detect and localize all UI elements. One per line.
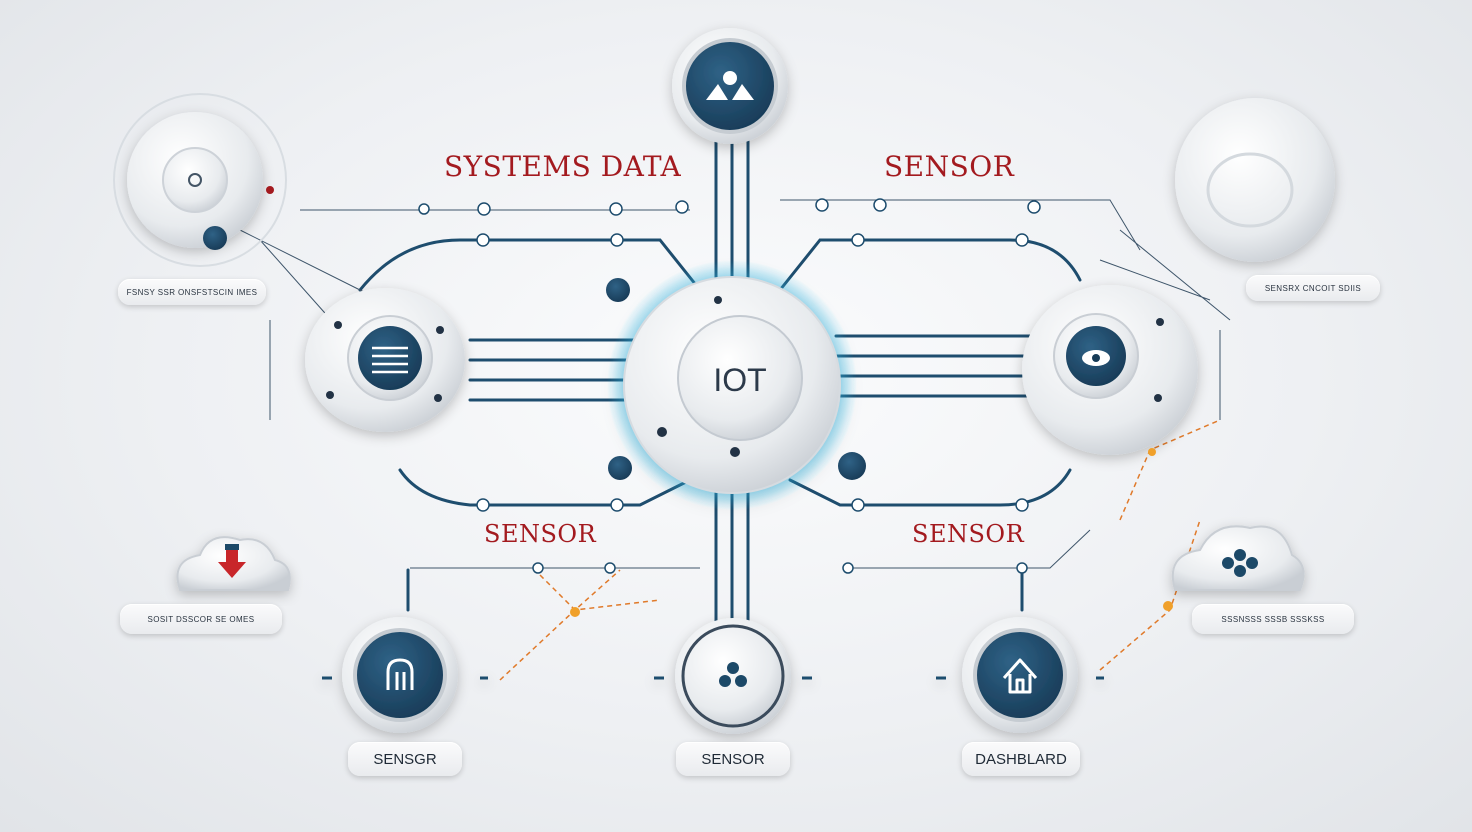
signal-icon bbox=[386, 658, 414, 690]
bottom-center-node[interactable] bbox=[654, 618, 812, 734]
bottom-right-node[interactable] bbox=[936, 617, 1104, 733]
side-label-bottom-left: SOSIT DSSCOR SE OMES bbox=[120, 604, 282, 634]
cloud-cluster-icon bbox=[1171, 525, 1305, 591]
bottom-label-center[interactable]: SENSOR bbox=[676, 742, 790, 776]
bottom-label-left[interactable]: SENSGR bbox=[348, 742, 462, 776]
bottom-label-right[interactable]: DASHBLARD bbox=[962, 742, 1080, 776]
eye-icon bbox=[1082, 350, 1110, 366]
side-label-top-left: FSNSY SSR ONSFSTSCIN IMES bbox=[118, 279, 266, 305]
home-icon bbox=[1002, 658, 1038, 694]
top-right-device bbox=[1175, 98, 1335, 262]
sensor-mid-right-title: SENSOR bbox=[912, 520, 1025, 548]
hub-label: IOT bbox=[713, 361, 767, 398]
cluster-icon bbox=[719, 662, 747, 687]
cloud-download-icon bbox=[176, 536, 291, 591]
menu-lines-icon bbox=[372, 346, 408, 374]
top-left-device bbox=[113, 93, 287, 267]
right-node[interactable] bbox=[1022, 285, 1198, 455]
thin-wires bbox=[239, 199, 1231, 569]
systems-data-title: SYSTEMS DATA bbox=[444, 150, 682, 183]
side-label-top-right: SENSRX CNCOIT SDIIS bbox=[1246, 275, 1380, 301]
small-icon-link bbox=[606, 278, 866, 480]
junction-nodes bbox=[418, 198, 1041, 574]
top-node[interactable] bbox=[672, 28, 788, 144]
bottom-left-node[interactable] bbox=[322, 617, 488, 733]
side-label-bottom-right: SSSNSSS SSSB SSSKSS bbox=[1192, 604, 1354, 634]
people-icon bbox=[706, 71, 754, 100]
sensor-mid-left-title: SENSOR bbox=[484, 520, 597, 548]
iot-hub[interactable] bbox=[607, 260, 857, 510]
sensor-top-title: SENSOR bbox=[884, 150, 1015, 183]
spark-markers bbox=[570, 448, 1173, 617]
left-node[interactable] bbox=[305, 288, 465, 432]
